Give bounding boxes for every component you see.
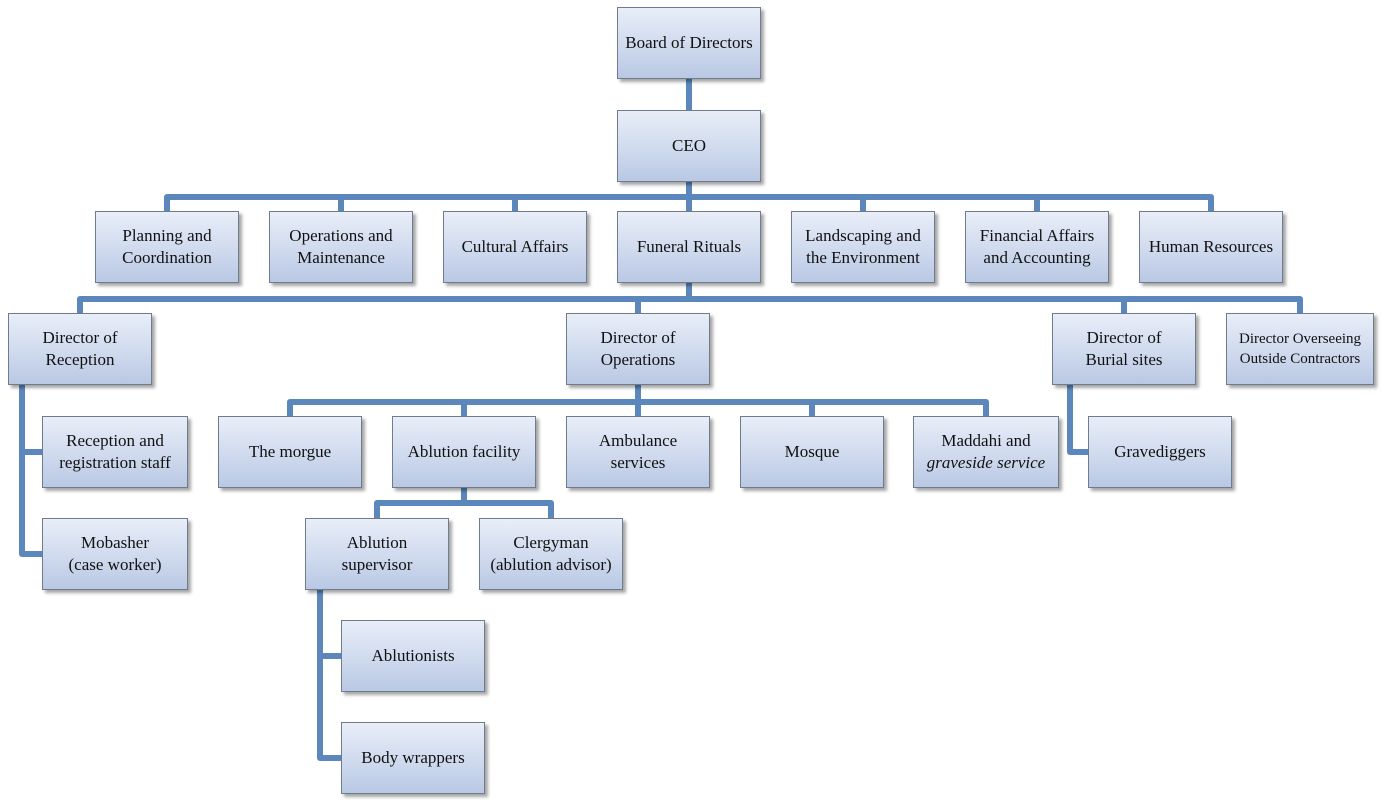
node-gravediggers: Gravediggers <box>1088 416 1232 488</box>
node-label-line: Mobasher <box>81 533 149 552</box>
node-planning-coordination: Planning and Coordination <box>95 211 239 283</box>
node-label-line: Clergyman <box>513 533 589 552</box>
node-label: Ablution facility <box>407 442 521 461</box>
node-board-of-directors: Board of Directors <box>617 7 761 79</box>
node-label-line: Director of <box>600 328 676 347</box>
node-label-line-italic: graveside service <box>926 453 1046 472</box>
connector-operations-units <box>287 382 989 419</box>
connector-burial-gravediggers <box>1067 382 1091 455</box>
connector-supervisor-staff <box>317 587 344 761</box>
node-label-line: Director of <box>1086 328 1162 347</box>
node-director-burial-sites: Director of Burial sites <box>1052 313 1196 385</box>
node-financial-accounting: Financial Affairs and Accounting <box>965 211 1109 283</box>
node-label-line: Burial sites <box>1085 350 1163 369</box>
node-body-wrappers: Body wrappers <box>341 722 485 794</box>
node-label: The morgue <box>248 442 332 461</box>
node-label: Mosque <box>784 442 840 461</box>
node-label-line: Financial Affairs <box>979 226 1095 245</box>
node-label-line: Reception and <box>66 431 164 450</box>
node-label-line: supervisor <box>341 555 413 574</box>
node-label: Cultural Affairs <box>461 237 569 256</box>
node-label: CEO <box>672 136 706 155</box>
node-label-line: Ablution <box>346 533 408 552</box>
node-mobasher: Mobasher (case worker) <box>42 518 188 590</box>
node-label-line: Planning and <box>122 226 212 245</box>
node-label-line: Reception <box>45 350 115 369</box>
node-cultural-affairs: Cultural Affairs <box>443 211 587 283</box>
node-label-line: registration staff <box>59 453 171 472</box>
node-ablution-facility: Ablution facility <box>392 416 536 488</box>
node-label-line: Landscaping and <box>805 226 921 245</box>
node-maddahi-graveside: Maddahi and graveside service <box>913 416 1059 488</box>
node-label: Board of Directors <box>625 33 753 52</box>
node-label-line: (case worker) <box>68 555 162 574</box>
node-clergyman: Clergyman (ablution advisor) <box>479 518 623 590</box>
node-ceo: CEO <box>617 110 761 182</box>
node-label: Gravediggers <box>1114 442 1206 461</box>
node-label-line: and Accounting <box>983 248 1091 267</box>
node-mosque: Mosque <box>740 416 884 488</box>
node-funeral-rituals: Funeral Rituals <box>617 211 761 283</box>
connector-funeral-directors <box>77 280 1303 316</box>
node-label-line: Ambulance <box>598 431 678 450</box>
node-ambulance-services: Ambulance services <box>566 416 710 488</box>
node-label-line: Maddahi and <box>941 431 1031 450</box>
node-ablutionists: Ablutionists <box>341 620 485 692</box>
connector-ablution-children <box>374 485 554 521</box>
node-label-line: Director of <box>42 328 118 347</box>
node-label: Funeral Rituals <box>636 237 742 256</box>
node-label-line: Operations and <box>289 226 393 245</box>
node-label-line: services <box>610 453 666 472</box>
node-label-line: (ablution advisor) <box>490 555 612 574</box>
node-label-line: Coordination <box>122 248 212 267</box>
node-reception-staff: Reception and registration staff <box>42 416 188 488</box>
node-human-resources: Human Resources <box>1139 211 1283 283</box>
node-morgue: The morgue <box>218 416 362 488</box>
connector-ceo-departments <box>164 179 1214 214</box>
node-ablution-supervisor: Ablution supervisor <box>305 518 449 590</box>
node-label: Human Resources <box>1148 237 1274 256</box>
node-director-outside-contractors: Director Overseeing Outside Contractors <box>1226 313 1374 385</box>
node-director-reception: Director of Reception <box>8 313 152 385</box>
node-label-line: the Environment <box>806 248 920 267</box>
node-label-line: Maintenance <box>297 248 385 267</box>
node-label-line: Operations <box>600 350 676 369</box>
node-label-line: Outside Contractors <box>1239 351 1361 367</box>
node-label-line: Director Overseeing <box>1238 331 1362 347</box>
node-label: Ablutionists <box>371 646 455 665</box>
node-landscaping-environment: Landscaping and the Environment <box>791 211 935 283</box>
node-label: Body wrappers <box>361 748 465 767</box>
node-operations-maintenance: Operations and Maintenance <box>269 211 413 283</box>
connector-reception-staff <box>19 382 45 557</box>
node-director-operations: Director of Operations <box>566 313 710 385</box>
